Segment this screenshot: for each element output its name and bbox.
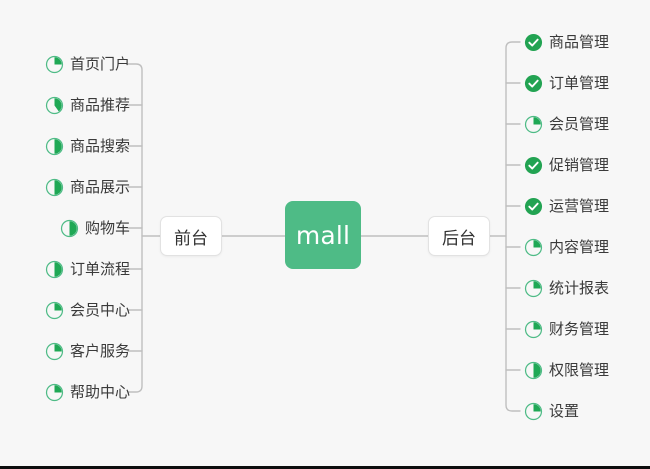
leaf-node-front-3[interactable]: 商品展示 xyxy=(45,175,130,199)
root-node-mall[interactable]: mall xyxy=(285,201,361,269)
leaf-node-front-7[interactable]: 客户服务 xyxy=(45,339,130,363)
leaf-node-front-1[interactable]: 商品推荐 xyxy=(45,93,130,117)
status-progress-icon xyxy=(60,219,79,237)
status-progress-icon xyxy=(45,96,64,114)
leaf-node-label: 商品展示 xyxy=(69,178,130,196)
leaf-node-label: 促销管理 xyxy=(549,156,610,174)
leaf-node-label: 权限管理 xyxy=(549,361,610,379)
leaf-node-back-2[interactable]: 会员管理 xyxy=(524,112,609,136)
leaf-node-label: 商品管理 xyxy=(549,33,610,51)
branch-node-front[interactable]: 前台 xyxy=(160,216,222,256)
status-progress-icon xyxy=(524,238,543,256)
status-check-icon xyxy=(524,156,543,174)
status-progress-icon xyxy=(45,383,64,401)
leaf-node-label: 购物车 xyxy=(84,219,130,237)
leaf-node-label: 会员管理 xyxy=(549,115,610,133)
leaf-node-label: 商品推荐 xyxy=(69,96,130,114)
leaf-node-label: 帮助中心 xyxy=(69,383,130,401)
leaf-node-front-6[interactable]: 会员中心 xyxy=(45,298,130,322)
status-progress-icon xyxy=(524,402,543,420)
leaf-node-front-0[interactable]: 首页门户 xyxy=(45,52,130,76)
leaf-node-back-3[interactable]: 促销管理 xyxy=(524,153,609,177)
status-check-icon xyxy=(524,197,543,215)
status-progress-icon xyxy=(45,178,64,196)
leaf-node-back-6[interactable]: 统计报表 xyxy=(524,276,609,300)
leaf-node-front-2[interactable]: 商品搜索 xyxy=(45,134,130,158)
leaf-node-label: 首页门户 xyxy=(69,55,130,73)
status-progress-icon xyxy=(524,320,543,338)
leaf-node-front-5[interactable]: 订单流程 xyxy=(45,257,130,281)
left-branch-spine xyxy=(127,63,143,393)
status-check-icon xyxy=(524,74,543,92)
status-progress-icon xyxy=(45,55,64,73)
branch-node-front-label: 前台 xyxy=(174,228,208,249)
bottom-edge-strip xyxy=(0,466,650,469)
status-progress-icon xyxy=(45,137,64,155)
root-node-label: mall xyxy=(295,220,351,250)
status-progress-icon xyxy=(45,342,64,360)
leaf-node-label: 财务管理 xyxy=(549,320,610,338)
status-progress-icon xyxy=(524,361,543,379)
leaf-node-label: 统计报表 xyxy=(549,279,610,297)
leaf-node-label: 设置 xyxy=(549,402,580,420)
leaf-node-back-5[interactable]: 内容管理 xyxy=(524,235,609,259)
leaf-node-back-0[interactable]: 商品管理 xyxy=(524,30,609,54)
right-branch-spine xyxy=(505,41,521,412)
leaf-node-label: 会员中心 xyxy=(69,301,130,319)
status-progress-icon xyxy=(524,279,543,297)
leaf-node-back-9[interactable]: 设置 xyxy=(524,399,579,423)
leaf-node-back-8[interactable]: 权限管理 xyxy=(524,358,609,382)
leaf-node-label: 订单管理 xyxy=(549,74,610,92)
leaf-node-front-8[interactable]: 帮助中心 xyxy=(45,380,130,404)
leaf-node-back-4[interactable]: 运营管理 xyxy=(524,194,609,218)
leaf-node-front-4[interactable]: 购物车 xyxy=(60,216,130,240)
leaf-node-label: 商品搜索 xyxy=(69,137,130,155)
branch-node-back[interactable]: 后台 xyxy=(428,216,490,256)
leaf-node-back-7[interactable]: 财务管理 xyxy=(524,317,609,341)
status-progress-icon xyxy=(45,301,64,319)
status-progress-icon xyxy=(45,260,64,278)
leaf-node-label: 客户服务 xyxy=(69,342,130,360)
branch-node-back-label: 后台 xyxy=(442,228,476,249)
leaf-node-label: 运营管理 xyxy=(549,197,610,215)
leaf-node-back-1[interactable]: 订单管理 xyxy=(524,71,609,95)
leaf-node-label: 订单流程 xyxy=(69,260,130,278)
status-check-icon xyxy=(524,33,543,51)
status-progress-icon xyxy=(524,115,543,133)
leaf-node-label: 内容管理 xyxy=(549,238,610,256)
